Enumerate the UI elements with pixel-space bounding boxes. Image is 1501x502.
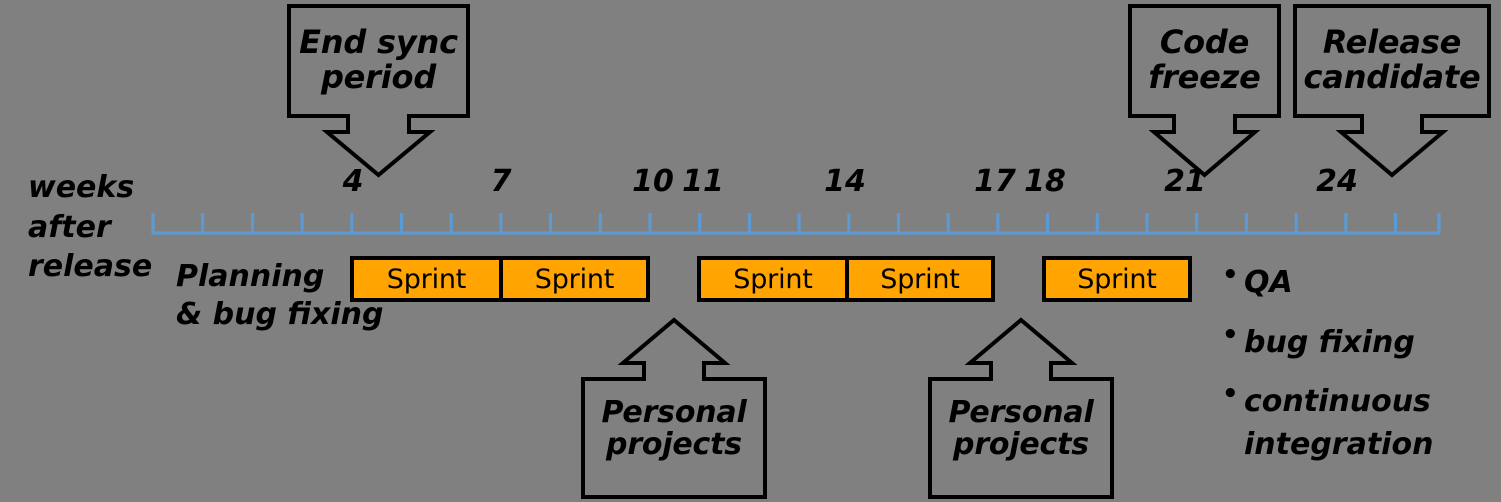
sprint-bar-3-label: Sprint	[733, 263, 813, 295]
callout-code-freeze-shape	[1128, 4, 1281, 178]
week-label-18: 18	[1024, 164, 1066, 199]
callout-end-sync-period-label: End sync period	[299, 23, 458, 96]
callout-personal-projects-2-shape	[928, 317, 1114, 499]
callout-personal-projects-2: Personal projects	[928, 317, 1114, 499]
callout-release-candidate-label: Release candidate	[1303, 23, 1481, 96]
sprint-bar-3[interactable]: Sprint	[697, 256, 847, 302]
sprint-bar-1-label: Sprint	[386, 263, 467, 295]
bullet-icon: •	[1222, 319, 1239, 350]
axis-caption: weeks after release	[28, 170, 153, 285]
week-label-11: 11	[682, 164, 724, 199]
callout-end-sync-period-shape	[287, 4, 470, 178]
callout-code-freeze-label: Code freeze	[1148, 23, 1261, 96]
week-label-10: 10	[632, 164, 674, 199]
sprint-bar-5-label: Sprint	[1077, 263, 1157, 295]
activity-label: bug fixing	[1244, 324, 1415, 360]
sprint-bar-1[interactable]: Sprint	[350, 256, 501, 302]
sprint-bar-4[interactable]: Sprint	[847, 256, 995, 302]
sprint-bar-2[interactable]: Sprint	[501, 256, 650, 302]
callout-personal-projects-1: Personal projects	[581, 317, 767, 499]
activities-list: • QA • bug fixing • continuous integrati…	[1222, 260, 1492, 483]
callout-release-candidate-shape	[1293, 4, 1491, 178]
callout-code-freeze: Code freeze	[1128, 4, 1281, 179]
sprint-bar-4-label: Sprint	[880, 263, 960, 295]
activity-label: QA	[1244, 265, 1293, 300]
callout-release-candidate: Release candidate	[1293, 4, 1491, 179]
week-axis-shape	[151, 213, 1441, 235]
planning-label: Planning & bug fixing	[176, 259, 384, 333]
week-label-7: 7	[490, 164, 512, 199]
activity-label: continuous integration	[1244, 384, 1434, 462]
sprint-bar-5[interactable]: Sprint	[1042, 256, 1192, 302]
week-axis	[150, 208, 1445, 240]
callout-end-sync-period: End sync period	[287, 4, 470, 179]
week-label-24: 24	[1316, 164, 1358, 199]
bullet-icon: •	[1222, 379, 1239, 410]
callout-personal-projects-1-shape	[581, 317, 767, 499]
week-label-14: 14	[824, 164, 866, 199]
week-label-21: 21	[1164, 164, 1206, 199]
list-item: • continuous integration	[1222, 379, 1492, 466]
list-item: • QA	[1222, 260, 1492, 305]
callout-personal-projects-2-label: Personal projects	[948, 395, 1094, 463]
week-label-4: 4	[342, 164, 364, 199]
week-label-17: 17	[974, 164, 1016, 199]
list-item: • bug fixing	[1222, 319, 1492, 365]
callout-personal-projects-1-label: Personal projects	[601, 395, 747, 463]
bullet-icon: •	[1222, 260, 1239, 290]
sprint-bar-2-label: Sprint	[534, 263, 615, 295]
